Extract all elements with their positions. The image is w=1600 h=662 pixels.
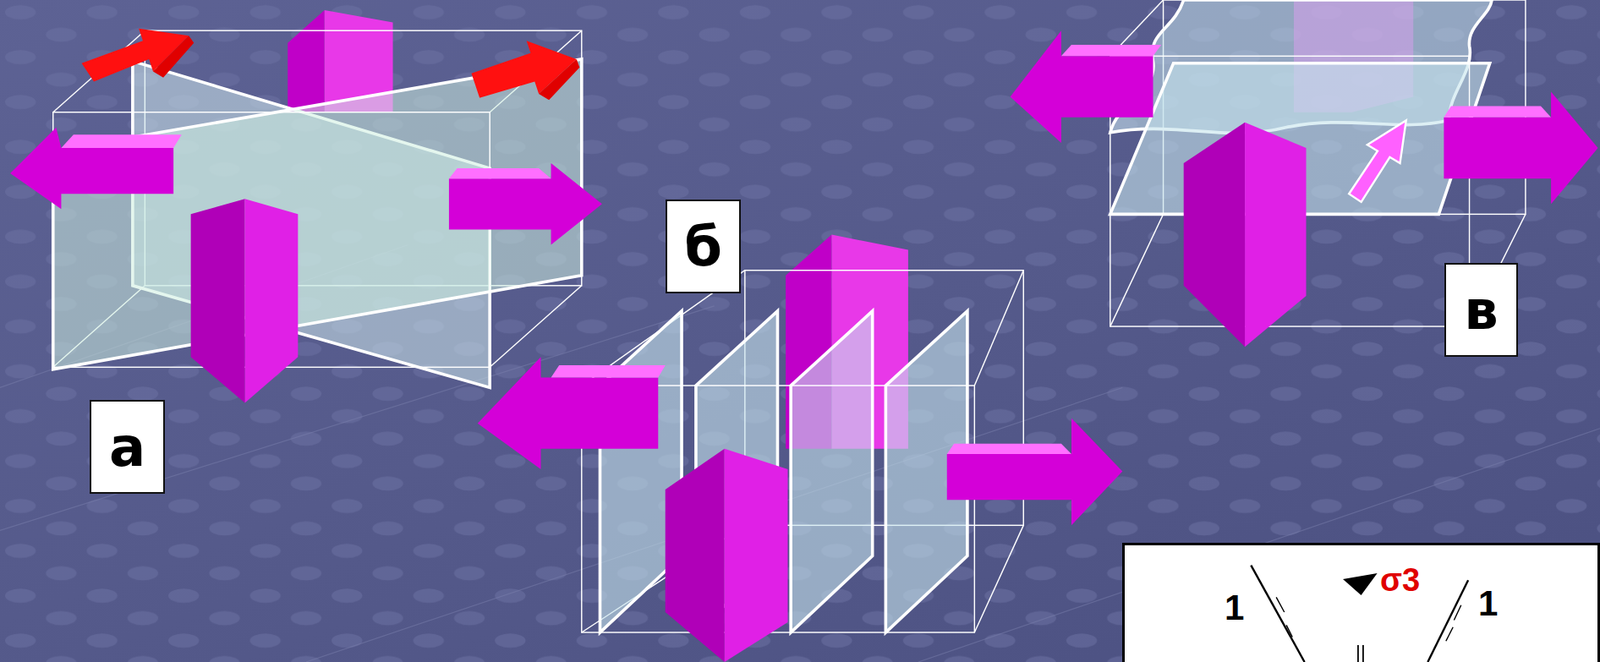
stress-label: σ3	[1380, 564, 1420, 597]
callout-number: 1	[1478, 586, 1498, 622]
figure-letter: в	[1463, 283, 1499, 338]
figure-a	[10, 10, 603, 403]
label-box: б	[665, 199, 741, 294]
stress-sketch	[1124, 545, 1598, 662]
figure-letter: б	[684, 219, 723, 274]
inset-panel: 1 σ3 1	[1122, 542, 1600, 662]
label-box: а	[89, 400, 165, 494]
figure-b	[477, 234, 1124, 662]
label-box: в	[1444, 263, 1518, 357]
callout-number: 1	[1224, 590, 1244, 626]
figure-letter: а	[109, 420, 146, 475]
